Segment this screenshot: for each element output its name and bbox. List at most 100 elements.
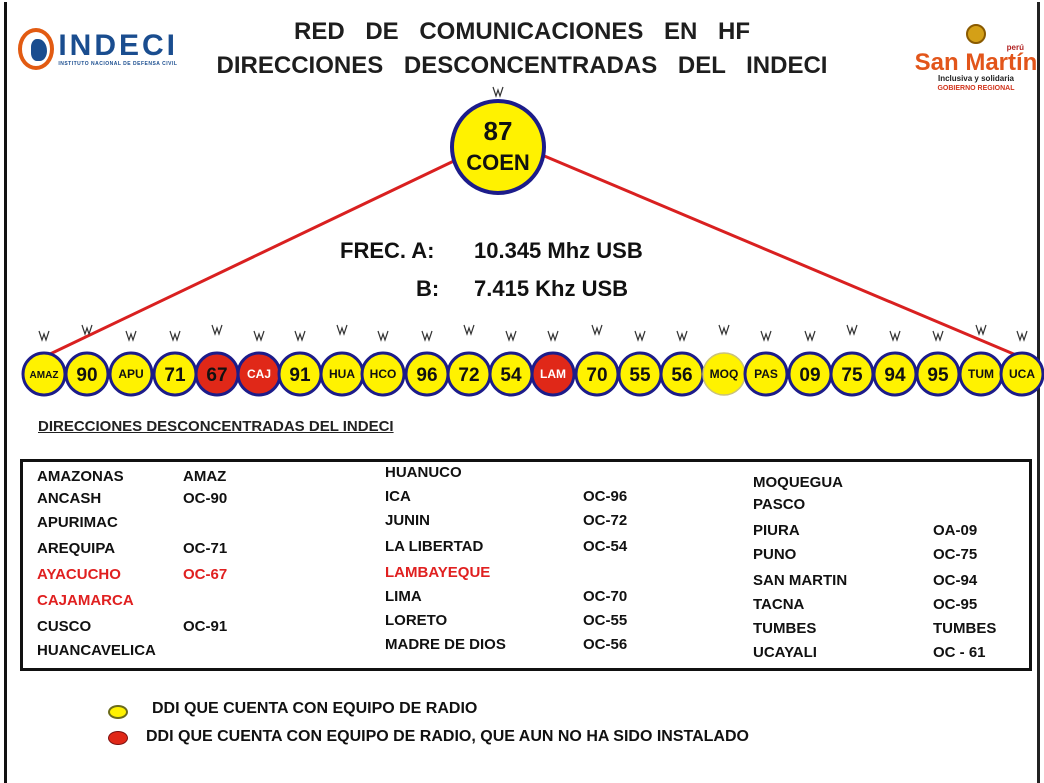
directory-region-name: LAMBAYEQUE [385,564,491,581]
antenna-icon [81,324,93,336]
directory-region-name: TACNA [753,596,805,613]
network-node-label: 96 [416,365,437,386]
frequency-a-label: FREC. A: [340,238,435,263]
directory-region-code: OC-56 [583,636,628,653]
network-node-circle [360,351,406,397]
network-node-label: 67 [206,365,227,386]
network-node-circle [108,351,154,397]
network-node-circle [999,351,1044,397]
directory-region-code: OC-55 [583,612,628,629]
network-node-label: TUM [968,367,994,381]
network-node-label: 54 [500,365,522,386]
directory-region-name: HUANCAVELICA [37,642,156,659]
indeci-wordmark: INDECI [58,29,178,62]
logo-name: San Martín [914,49,1038,76]
directory-region-name: APURIMAC [37,514,118,531]
directory-region-code: OC-72 [583,512,628,529]
title-line-1: RED DE COMUNICACIONES EN HF [293,18,751,45]
slide-frame [4,2,1040,783]
network-node-label: 55 [629,365,651,386]
network-node-label: 71 [164,365,186,386]
logo-tagline: Inclusiva y solidaria [937,74,1015,83]
antenna-icon [718,324,730,336]
antenna-icon [463,324,475,336]
antenna-icon [804,330,816,342]
network-node-circle [64,351,110,397]
directory-region-name: AREQUIPA [37,540,116,557]
regional-crest-icon [966,24,986,44]
network-node-label: 56 [671,365,692,386]
antenna-icon [169,330,181,342]
directory-region-code: OC-95 [933,596,978,613]
legend-yellow-dot-icon [108,705,128,719]
antenna-icon [932,330,944,342]
network-node-label: 90 [76,365,97,386]
network-node-label: LAM [540,367,566,381]
antenna-icon [253,330,265,342]
antenna-icon [294,330,306,342]
directory-region-name: ICA [385,488,411,505]
network-node-label: 95 [927,365,949,386]
network-node-label: 70 [586,365,607,386]
indeci-logo: INDECI INSTITUTO NACIONAL DE DEFENSA CIV… [18,24,178,74]
directory-region-code: OC-67 [183,566,228,583]
antenna-icon [846,324,858,336]
network-node-label: UCA [1009,367,1035,381]
directory-region-name: CAJAMARCA [37,592,134,609]
frequency-a-value: 10.345 Mhz USB [474,238,643,263]
directory-region-code: OC-71 [183,540,228,557]
logo-government: GOBIERNO REGIONAL [937,85,1015,92]
directory-region-name: MADRE DE DIOS [385,636,506,653]
antenna-icon [38,330,50,342]
coen-hub-node: 87 COEN [450,99,546,195]
antenna-icon [676,330,688,342]
antenna-icon [547,330,559,342]
network-node-label: HCO [370,367,397,381]
frequency-b-value: 7.415 Khz USB [474,276,629,301]
directory-region-code: OC-90 [183,490,228,507]
legend-yellow-text: DDI QUE CUENTA CON EQUIPO DE RADIO [152,700,478,717]
antenna-icon [211,324,223,336]
network-node-label: CAJ [247,367,271,381]
directory-region-name: CUSCO [37,618,92,635]
network-node-label: 91 [289,365,311,386]
indeci-subtitle: INSTITUTO NACIONAL DE DEFENSA CIVIL [58,61,178,67]
directory-region-name: UCAYALI [753,644,817,661]
link-line-left [47,157,459,357]
directory-region-code: OC-96 [583,488,628,505]
antenna-icon [760,330,772,342]
antenna-icon [1016,330,1028,342]
directory-region-code: OC-70 [583,588,628,605]
network-node-circle [743,351,789,397]
directory-region-name: AYACUCHO [37,566,121,583]
antenna-icon [975,324,987,336]
legend-red-dot-icon [108,731,128,745]
hub-antenna-icon [492,86,504,98]
directory-region-name: LIMA [385,588,422,605]
antenna-icon [377,330,389,342]
directory-region-code: OC - 61 [933,644,986,661]
directory-region-name: TUMBES [753,620,817,637]
directory-region-name: JUNIN [385,512,431,529]
antenna-icon [591,324,603,336]
antenna-icon [634,330,646,342]
directory-region-code: OC-94 [933,572,978,589]
directory-region-code: AMAZ [183,468,227,485]
legend-red-text: DDI QUE CUENTA CON EQUIPO DE RADIO, QUE … [146,728,749,745]
directory-region-name: LA LIBERTAD [385,538,484,555]
antenna-icon [336,324,348,336]
title-line-2: DIRECCIONES DESCONCENTRADAS DEL INDECI [216,52,828,79]
directory-region-name: MOQUEGUA [753,474,843,491]
directory-region-code: OA-09 [933,522,978,539]
directory-region-code: OC-91 [183,618,228,635]
directory-region-code: TUMBES [933,620,997,637]
network-node-label: AMAZ [30,370,59,381]
directory-region-name: SAN MARTIN [753,572,848,589]
directory-region-name: PUNO [753,546,797,563]
network-node-label: MOQ [710,367,739,381]
coen-number: 87 [483,116,513,146]
san-martin-logo: perú San Martín Inclusiva y solidaria GO… [912,24,1040,94]
directory-heading: DIRECCIONES DESCONCENTRADAS DEL INDECI [38,418,394,435]
frequency-b-label: B: [416,276,440,301]
